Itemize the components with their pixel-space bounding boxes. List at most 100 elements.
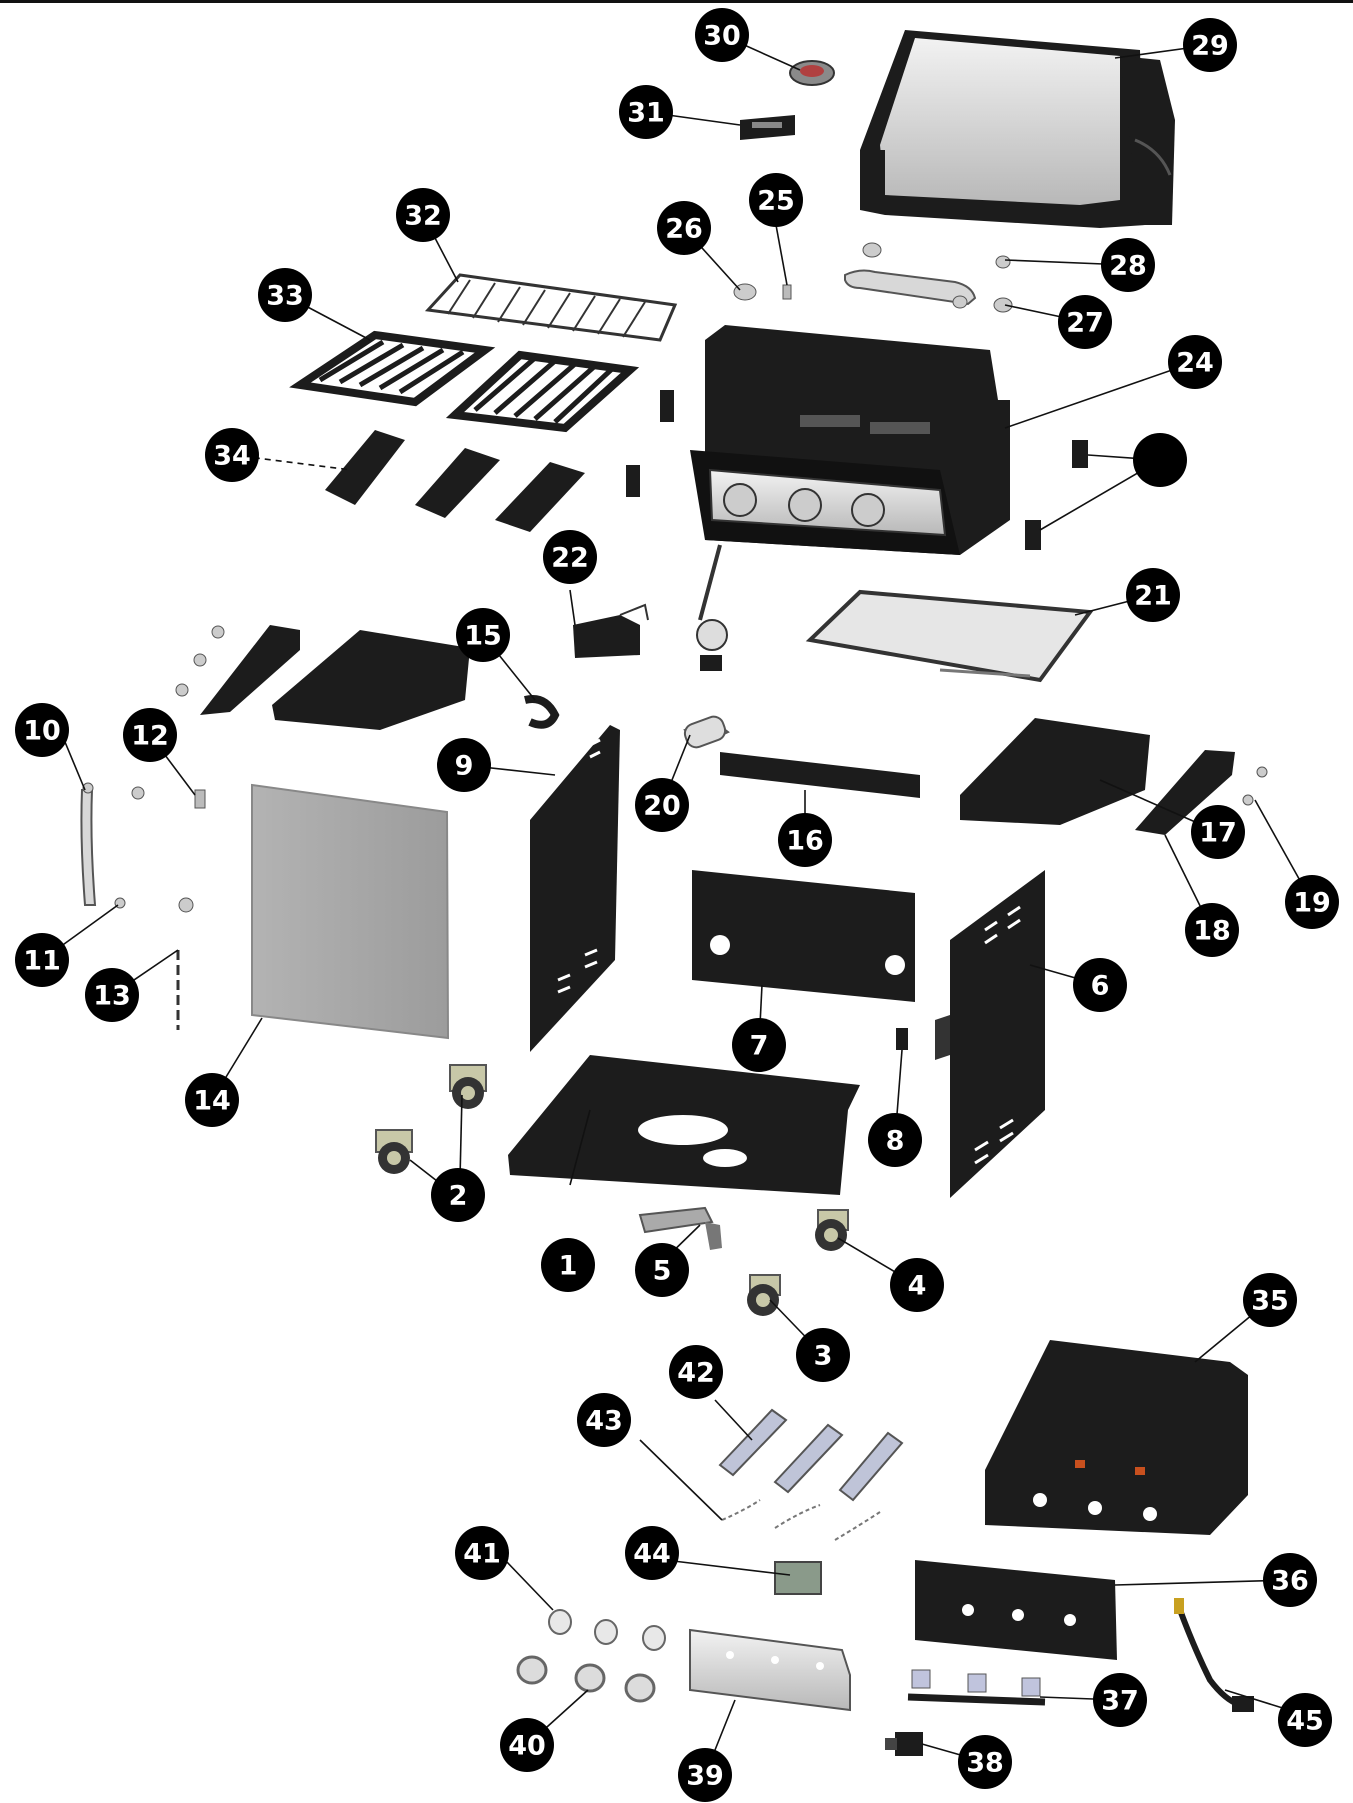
part-grease-cup: [573, 603, 649, 658]
callout-circle: [577, 1393, 631, 1447]
callout-number: 14: [193, 1086, 231, 1117]
part-regulator-hose: [1174, 1598, 1254, 1712]
callout-1: 1: [541, 1238, 595, 1292]
callout-number: 25: [757, 186, 795, 217]
part-thermometer: [789, 60, 835, 86]
callout-37: 37: [1093, 1673, 1147, 1727]
callout-31: 31: [619, 85, 673, 139]
part-flame-tamers: [325, 430, 585, 532]
part-firebox: [690, 325, 1010, 671]
callout-number: 21: [1134, 581, 1172, 612]
callout-circle: [1263, 1553, 1317, 1607]
callout-number: 36: [1271, 1566, 1309, 1597]
callout-number: 22: [551, 543, 589, 574]
callout-circle: [778, 813, 832, 867]
callout-circle: [541, 1238, 595, 1292]
part-right-side-panel: [935, 870, 1045, 1198]
part-tank-clip: [896, 1028, 908, 1050]
callout-32: 32: [396, 188, 450, 242]
callout-42: 42: [669, 1345, 723, 1399]
callout-number: 32: [404, 201, 442, 232]
callout-25: 25: [749, 173, 803, 227]
callout-circle: [455, 1526, 509, 1580]
part-ignitor-module: [683, 715, 730, 749]
callout-circle: [431, 1168, 485, 1222]
part-lid: [860, 30, 1175, 228]
top-border-rule: [0, 0, 1353, 3]
callout-39: 39: [678, 1748, 732, 1802]
callout-9: 9: [437, 738, 491, 792]
part-inner-firebox: [985, 1340, 1248, 1535]
callout-44: 44: [625, 1526, 679, 1580]
callout-number: 8: [886, 1126, 905, 1157]
callout-18: 18: [1185, 903, 1239, 957]
callout-11: 11: [15, 933, 69, 987]
part-rear-crossbar: [720, 752, 920, 798]
part-right-side-shelf: [960, 718, 1268, 835]
callout-circle: [456, 608, 510, 662]
part-locking-casters: [375, 1064, 487, 1174]
callout-number: 37: [1101, 1686, 1139, 1717]
callout-circle: [796, 1328, 850, 1382]
callout-circle: [1185, 903, 1239, 957]
callout-15: 15: [456, 608, 510, 662]
callout-number: 29: [1191, 31, 1229, 62]
callout-29: 29: [1183, 18, 1237, 72]
callout-28: 28: [1101, 238, 1155, 292]
callout-circle: [678, 1748, 732, 1802]
callout-circle: [749, 173, 803, 227]
callout-4: 4: [890, 1258, 944, 1312]
callout-circle: [1073, 958, 1127, 1012]
callout-circle: [185, 1073, 239, 1127]
callout-circle: [1183, 18, 1237, 72]
callout-35: 35: [1243, 1273, 1297, 1327]
callout-number: 26: [665, 214, 703, 245]
callout-13: 13: [85, 968, 139, 1022]
callout-6: 6: [1073, 958, 1127, 1012]
callout-5: 5: [635, 1243, 689, 1297]
part-ignition-module: [774, 1561, 822, 1595]
callout-number: 43: [585, 1406, 623, 1437]
callout-circle: [695, 8, 749, 62]
callout-circle: [15, 933, 69, 987]
callout-number: 27: [1066, 308, 1104, 339]
callout-number: 35: [1251, 1286, 1289, 1317]
callout-number: 42: [677, 1358, 715, 1389]
callout-number: 10: [23, 716, 61, 747]
callout-circle: [396, 188, 450, 242]
callout-circle: [123, 708, 177, 762]
callout-number: 12: [131, 721, 169, 752]
part-cooking-grates: [289, 330, 640, 433]
callout-circle: [635, 1243, 689, 1297]
callout-27: 27: [1058, 295, 1112, 349]
callout-number: 31: [627, 98, 665, 129]
callout-number: 6: [1091, 971, 1110, 1002]
callout-26: 26: [657, 201, 711, 255]
callout-number: 3: [814, 1341, 833, 1372]
callout-8: 8: [868, 1113, 922, 1167]
part-electrodes: [721, 1499, 881, 1541]
callout-circle: [1285, 875, 1339, 929]
part-control-panel-frame: [915, 1560, 1117, 1660]
callout-10: 10: [15, 703, 69, 757]
callout-circle: [1126, 568, 1180, 622]
part-door-handle: [80, 782, 206, 1030]
part-brackets: [626, 390, 1088, 550]
part-thermometer-bezel: [740, 115, 795, 140]
callout-20: 20: [635, 778, 689, 832]
part-control-knobs: [516, 1609, 666, 1703]
callout-number: 2: [449, 1181, 468, 1212]
callout-circle: [635, 778, 689, 832]
callout-38: 38: [958, 1735, 1012, 1789]
callout-circle: [15, 703, 69, 757]
callout-41: 41: [455, 1526, 509, 1580]
part-control-panel-face: [689, 1628, 851, 1712]
callout-number: 33: [266, 281, 304, 312]
callout-number: 4: [908, 1271, 927, 1302]
part-support-tube: [638, 1206, 722, 1250]
part-rear-panel: [692, 870, 915, 1002]
callout-43: 43: [577, 1393, 631, 1447]
callout-33: 33: [258, 268, 312, 322]
callout-number: 44: [633, 1539, 671, 1570]
